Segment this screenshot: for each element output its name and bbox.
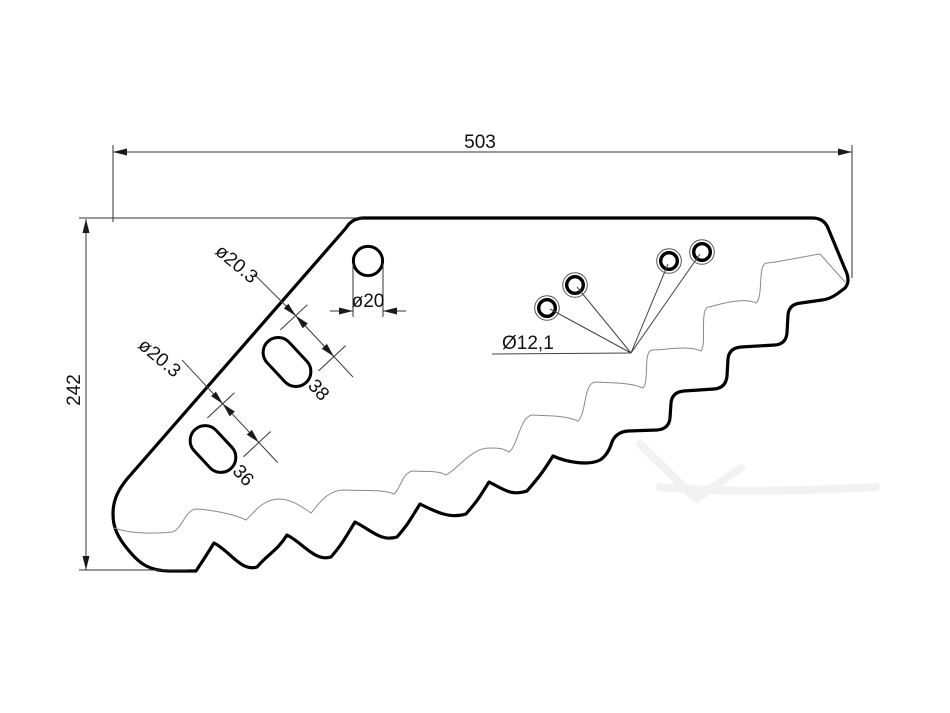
hole-arrow-left [339,307,353,315]
slot-lower-width-arrow [211,391,223,404]
small-hole-3 [656,248,682,274]
watermark-stroke-1 [636,440,745,503]
slot-upper-arrow-1 [295,315,308,329]
slot-upper-ext-1 [279,304,308,331]
small-hole-leader-horizontal [491,352,632,355]
round-hole [351,244,385,278]
round-hole-group: ø20 [330,244,406,317]
slot-upper-width-arrow [283,303,296,316]
small-hole-leader-1 [549,308,632,354]
small-hole-leader-4 [630,253,701,354]
blade-outline [111,216,850,573]
slot-upper-ext-2 [318,345,346,372]
small-hole-leader-3 [630,263,669,354]
slot-upper-arrow-2 [321,343,334,357]
slot-lower-arrow-1 [222,403,235,417]
watermark-stroke-2 [656,483,880,495]
dim-overall-width: 503 [112,132,853,278]
height-arrow-bottom [82,556,90,570]
width-arrow-left [113,148,127,156]
slot-upper-width-label: ø20.3 [211,241,262,288]
hole-diameter-label: ø20 [352,291,385,312]
bevel-grind-line [113,253,846,534]
overall-height-label: 242 [64,374,85,406]
small-hole-2-bore [565,275,586,296]
small-holes-diameter-label: Ø12,1 [502,333,554,354]
overall-width-label: 503 [464,132,496,153]
slot-lower-ext-1 [207,392,235,419]
small-hole-1 [534,295,560,321]
small-hole-1-bore [537,298,558,319]
height-arrow-top [82,219,90,233]
slot-lower-width-label: ø20.3 [134,335,185,382]
small-hole-leader-2 [576,286,632,354]
small-holes-group: Ø12,1 [491,239,715,355]
slot-lower-arrow-2 [246,429,259,443]
width-arrow-right [838,148,852,156]
slot-lower [188,424,238,474]
slot-upper [261,335,313,389]
blade-body-path [111,216,850,573]
dim-overall-height: 242 [64,217,362,571]
small-hole-4-bore [692,241,713,262]
hole-arrow-right [383,307,397,315]
small-hole-4 [689,239,715,265]
small-hole-2 [562,272,588,298]
slot-lower-ext-2 [243,431,271,458]
small-hole-3-bore [659,250,680,271]
watermark [636,440,880,503]
